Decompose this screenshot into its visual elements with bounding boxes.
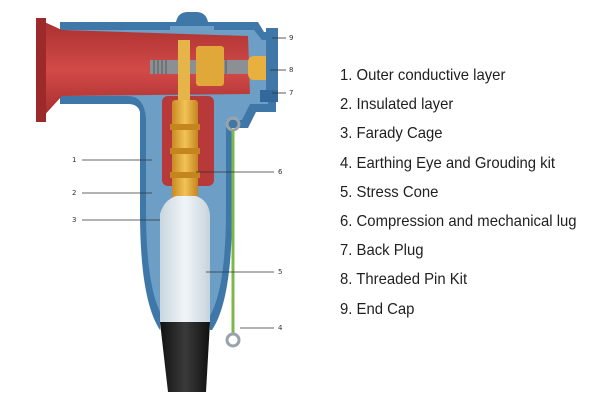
cable <box>160 322 210 392</box>
callout-2: 2 <box>72 189 76 197</box>
callout-leaders <box>82 37 286 329</box>
callout-8: 8 <box>289 66 293 74</box>
callout-5: 5 <box>278 268 282 276</box>
stress-cone <box>160 196 210 330</box>
callout-9: 9 <box>289 34 293 42</box>
callout-7: 7 <box>289 89 293 97</box>
legend-item-compression-lug: 6. Compression and mechanical lug <box>340 212 577 230</box>
callout-1: 1 <box>72 156 76 164</box>
lug-crimps <box>170 124 200 178</box>
callout-6: 6 <box>278 168 283 176</box>
legend-item-earthing-eye: 4. Earthing Eye and Grouding kit <box>340 154 556 172</box>
back-plug <box>260 90 278 102</box>
legend-item-insulated-layer: 2. Insulated layer <box>340 96 454 114</box>
legend-item-outer-conductive-layer: 1. Outer conductive layer <box>340 67 506 84</box>
faraday-cage-rim <box>36 18 46 122</box>
callout-4: 4 <box>278 324 283 332</box>
threaded-pin-nut <box>196 46 224 86</box>
legend-item-end-cap: 9. End Cap <box>340 300 415 318</box>
legend-item-stress-cone: 5. Stress Cone <box>340 183 439 201</box>
end-cap <box>266 28 278 100</box>
earthing-ring <box>225 332 241 348</box>
elbow-connector-diagram: 1 2 3 6 5 4 9 8 7 <box>36 12 293 392</box>
stud <box>178 40 190 100</box>
faraday-cage <box>40 20 250 120</box>
threaded-pin-insert <box>248 56 270 80</box>
legend-item-back-plug: 7. Back Plug <box>340 242 424 260</box>
legend-item-threaded-pin-kit: 8. Threaded Pin Kit <box>340 271 468 289</box>
parts-legend: 1. Outer conductive layer 2. Insulated l… <box>340 65 595 328</box>
callout-3: 3 <box>72 216 76 224</box>
legend-item-faraday-cage: 3. Farady Cage <box>340 125 443 143</box>
